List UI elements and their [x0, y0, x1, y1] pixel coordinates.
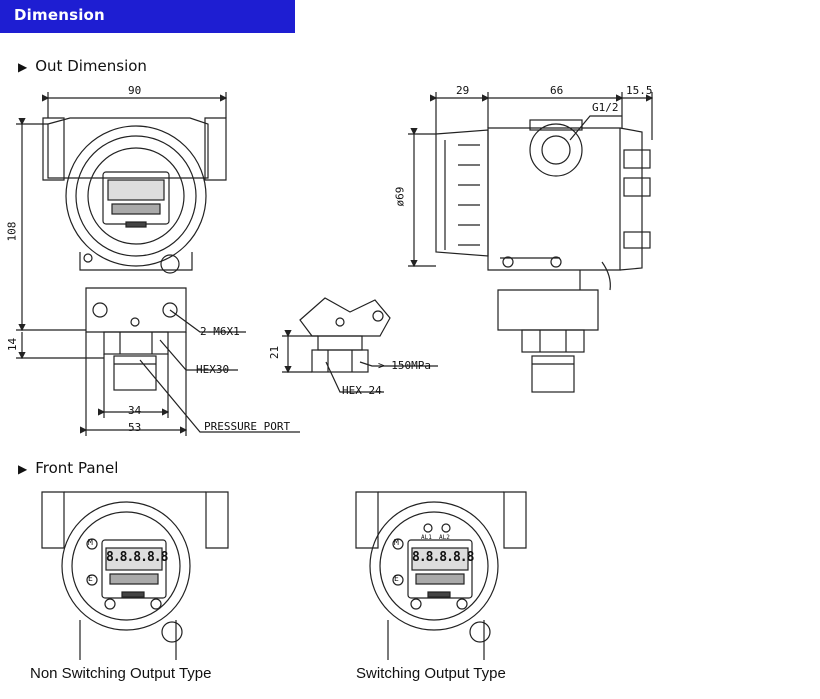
panel2-m-label: M [394, 538, 399, 547]
dim-29: 29 [456, 84, 470, 97]
dim-21: 21 [268, 345, 282, 360]
dim-90: 90 [128, 84, 142, 97]
dim-108: 108 [5, 221, 19, 242]
front-panel-switching [355, 491, 527, 660]
caption-non-switching: Non Switching Output Type [30, 665, 212, 682]
section-title: Dimension [14, 6, 105, 24]
dim-14: 14 [6, 337, 20, 352]
dim-pressure: > 150MPa [378, 359, 431, 372]
dim-g12: G1/2 [592, 101, 619, 114]
triangle-bullet-icon: ▶ [18, 60, 28, 74]
out-dimension-heading: ▶Out Dimension [18, 57, 147, 75]
dim-34: 34 [128, 404, 142, 417]
dim-bolt: 2-M6X1 [200, 325, 240, 338]
dim-66: 66 [550, 84, 564, 97]
panel2-digits: 8.8.8.8.8 [412, 550, 474, 565]
panel1-digits: 8.8.8.8.8 [106, 550, 168, 565]
caption-switching: Switching Output Type [356, 665, 506, 682]
dim-hex30: HEX30 [196, 363, 230, 376]
dim-53: 53 [128, 421, 142, 434]
panel2-e-label: E [394, 574, 399, 583]
panel2-al1-label: AL1 [421, 534, 432, 541]
dim-pressure-port: PRESSURE PORT [204, 420, 291, 433]
section-header-bar: Dimension [0, 0, 295, 33]
triangle-bullet-icon: ▶ [18, 462, 28, 476]
panel2-al2-label: AL2 [439, 534, 450, 541]
front-panel-non-switching [41, 491, 229, 660]
section-detail-view [282, 297, 438, 393]
dim-hex24: HEX 24 [342, 384, 382, 397]
panel1-e-label: E [88, 574, 93, 583]
panel1-m-label: M [88, 538, 93, 547]
dim-15-5: 15.5 [626, 84, 653, 97]
front-panel-heading: ▶Front Panel [18, 459, 119, 477]
front-view [16, 92, 300, 436]
side-view [408, 92, 654, 393]
dim-dia69: ø69 [393, 186, 407, 207]
